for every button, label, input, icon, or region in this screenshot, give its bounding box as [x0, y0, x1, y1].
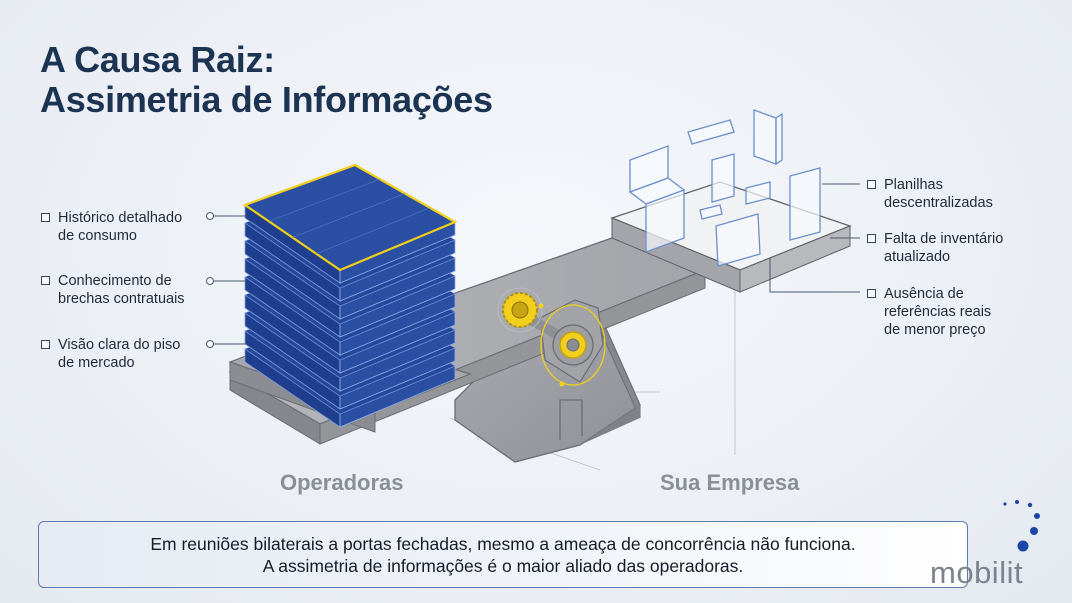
left-leaders — [206, 212, 246, 348]
data-stack — [242, 163, 458, 428]
scattered-blocks — [628, 109, 821, 267]
grid-line — [292, 193, 406, 238]
checkbox-icon — [867, 289, 876, 298]
left-item-3: Visão clara do piso de mercado — [41, 336, 180, 372]
brand-logo: mobilit — [930, 555, 1024, 590]
right-item-3: Ausência de referências reais de menor p… — [867, 285, 991, 339]
checkbox-icon — [41, 213, 50, 222]
title-line-1: A Causa Raiz: — [40, 39, 275, 80]
grid-line — [316, 207, 431, 255]
checkbox-icon — [41, 340, 50, 349]
checkbox-icon — [867, 180, 876, 189]
banner-line-1: Em reuniões bilaterais a portas fechadas… — [150, 534, 856, 554]
conclusion-banner: Em reuniões bilaterais a portas fechadas… — [38, 521, 968, 588]
checkbox-icon — [867, 234, 876, 243]
checkbox-icon — [41, 276, 50, 285]
right-item-2: Falta de inventário atualizado — [867, 230, 1003, 266]
grid-line — [268, 178, 381, 222]
left-side-name: Operadoras — [280, 470, 404, 495]
left-item-2: Conhecimento de brechas contratuais — [41, 272, 185, 308]
fulcrum-axle — [497, 287, 606, 387]
left-item-1: Histórico detalhado de consumo — [41, 209, 182, 245]
title-line-2: Assimetria de Informações — [40, 79, 493, 120]
page-title: A Causa Raiz: Assimetria de Informações — [40, 40, 493, 120]
right-item-1: Planilhas descentralizadas — [867, 176, 993, 212]
right-side-name: Sua Empresa — [660, 470, 800, 495]
banner-line-2: A assimetria de informações é o maior al… — [262, 556, 744, 576]
logo-dots-icon — [1003, 500, 1040, 552]
right-leaders — [769, 183, 860, 293]
data-stack-top — [242, 163, 458, 272]
